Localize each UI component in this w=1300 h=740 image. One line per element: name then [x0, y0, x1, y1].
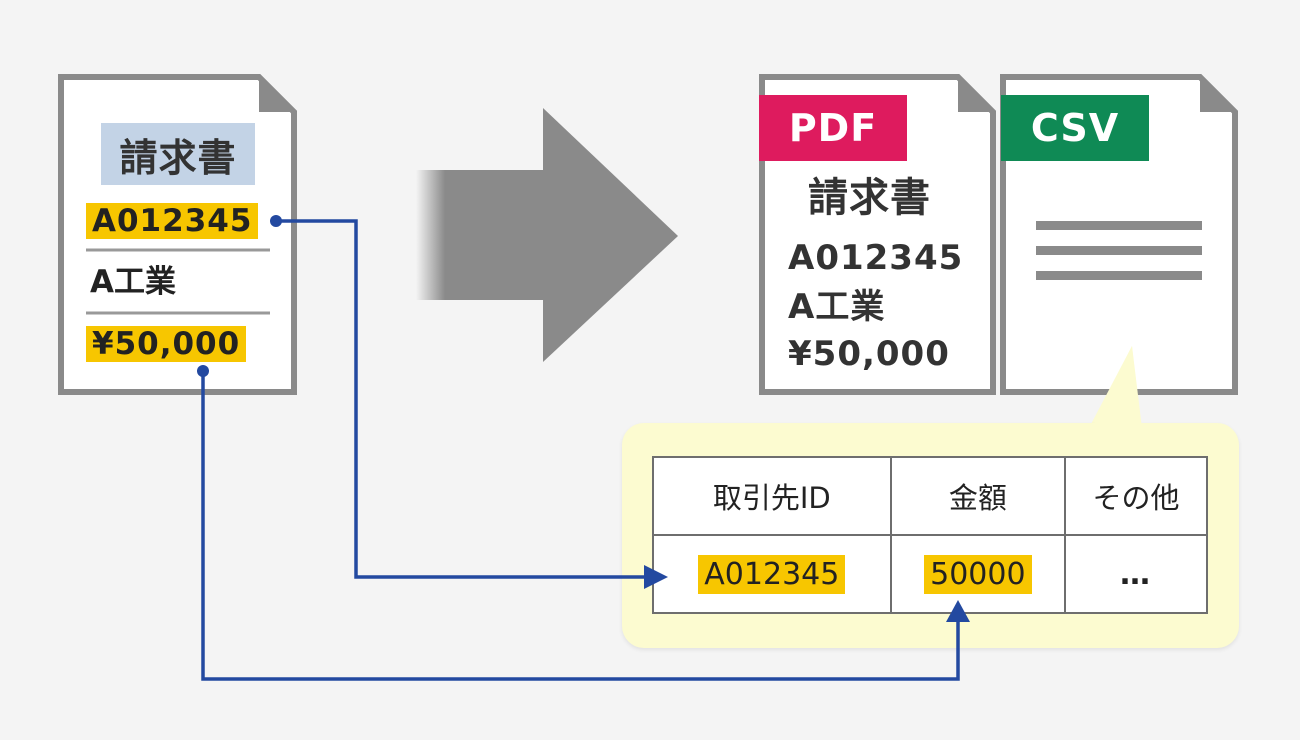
- invoice-amount-highlight: ¥50,000: [86, 326, 247, 362]
- header-other: その他: [1064, 456, 1208, 536]
- id-connector-start-dot: [270, 215, 282, 227]
- amount-connector-arrowhead: [946, 600, 970, 622]
- amount-value: 50000: [924, 554, 1032, 594]
- pdf-company: A工業: [788, 287, 886, 327]
- id-connector: [270, 215, 668, 589]
- csv-table: 取引先ID 金額 その他 A012345 50000 …: [652, 456, 1208, 614]
- pdf-badge: PDF: [759, 95, 907, 161]
- ellipsis: …: [1120, 556, 1153, 592]
- invoice-company: A工業: [90, 264, 176, 300]
- cell-amount: 50000: [889, 534, 1067, 614]
- cell-other: …: [1064, 534, 1208, 614]
- csv-lines-icon: [1036, 221, 1202, 280]
- amount-connector-start-dot: [197, 365, 209, 377]
- pdf-title: 請求書: [808, 175, 931, 221]
- table-row: A012345 50000 …: [652, 534, 1208, 614]
- header-partner-id: 取引先ID: [652, 456, 892, 536]
- id-connector-arrowhead: [644, 565, 668, 589]
- convert-arrow: [416, 108, 678, 362]
- pdf-amount: ¥50,000: [788, 334, 950, 374]
- csv-badge: CSV: [1001, 95, 1149, 161]
- invoice-title: 請求書: [101, 123, 255, 185]
- cell-partner-id: A012345: [652, 534, 892, 614]
- invoice-id-highlight: A012345: [86, 203, 259, 239]
- partner-id-value: A012345: [698, 554, 846, 594]
- table-header-row: 取引先ID 金額 その他: [652, 456, 1208, 536]
- pdf-id: A012345: [788, 238, 964, 278]
- header-amount: 金額: [889, 456, 1067, 536]
- amount-connector: [197, 365, 970, 681]
